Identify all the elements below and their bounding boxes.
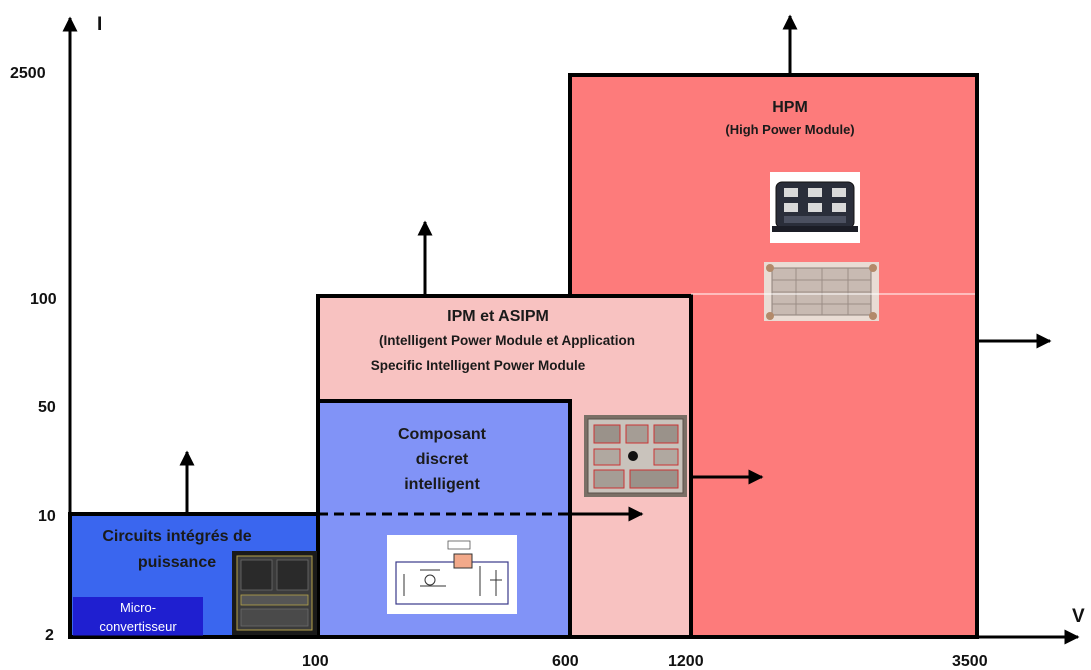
x-axis-label: V xyxy=(1072,606,1085,627)
discret-schematic xyxy=(387,535,517,614)
y-axis-label: I xyxy=(97,14,102,35)
hpm-subtitle: (High Power Module) xyxy=(725,122,854,137)
power-ic-die-photo xyxy=(232,551,317,635)
discret-line3: intelligent xyxy=(404,476,480,493)
micro-line1: Micro- xyxy=(120,600,156,615)
y-tick-label: 2500 xyxy=(10,65,46,82)
ipm-line1: (Intelligent Power Module et Application xyxy=(379,333,635,348)
y-tick-label: 50 xyxy=(38,399,56,416)
micro-block xyxy=(73,597,203,637)
discret-block xyxy=(316,399,572,639)
ipm-line2: Specific Intelligent Power Module xyxy=(371,358,586,373)
x-tick-label: 600 xyxy=(552,653,579,670)
circuits-line2: puissance xyxy=(138,554,216,571)
circuits-line1: Circuits intégrés de xyxy=(102,528,251,545)
hpm-module-photo xyxy=(770,172,860,243)
x-tick-label: 3500 xyxy=(952,653,988,670)
ipm-board-photo xyxy=(584,415,687,497)
discret-line2: discret xyxy=(416,451,469,468)
hpm-internal-photo xyxy=(764,262,879,321)
hpm-title: HPM xyxy=(772,99,808,116)
micro-line2: convertisseur xyxy=(99,619,177,634)
x-tick-label: 1200 xyxy=(668,653,704,670)
ipm-title: IPM et ASIPM xyxy=(447,308,549,325)
y-tick-label: 10 xyxy=(38,508,56,525)
x-tick-label: 100 xyxy=(302,653,329,670)
discret-line1: Composant xyxy=(398,426,487,443)
y-tick-label: 100 xyxy=(30,291,57,308)
y-tick-label: 2 xyxy=(45,627,54,644)
